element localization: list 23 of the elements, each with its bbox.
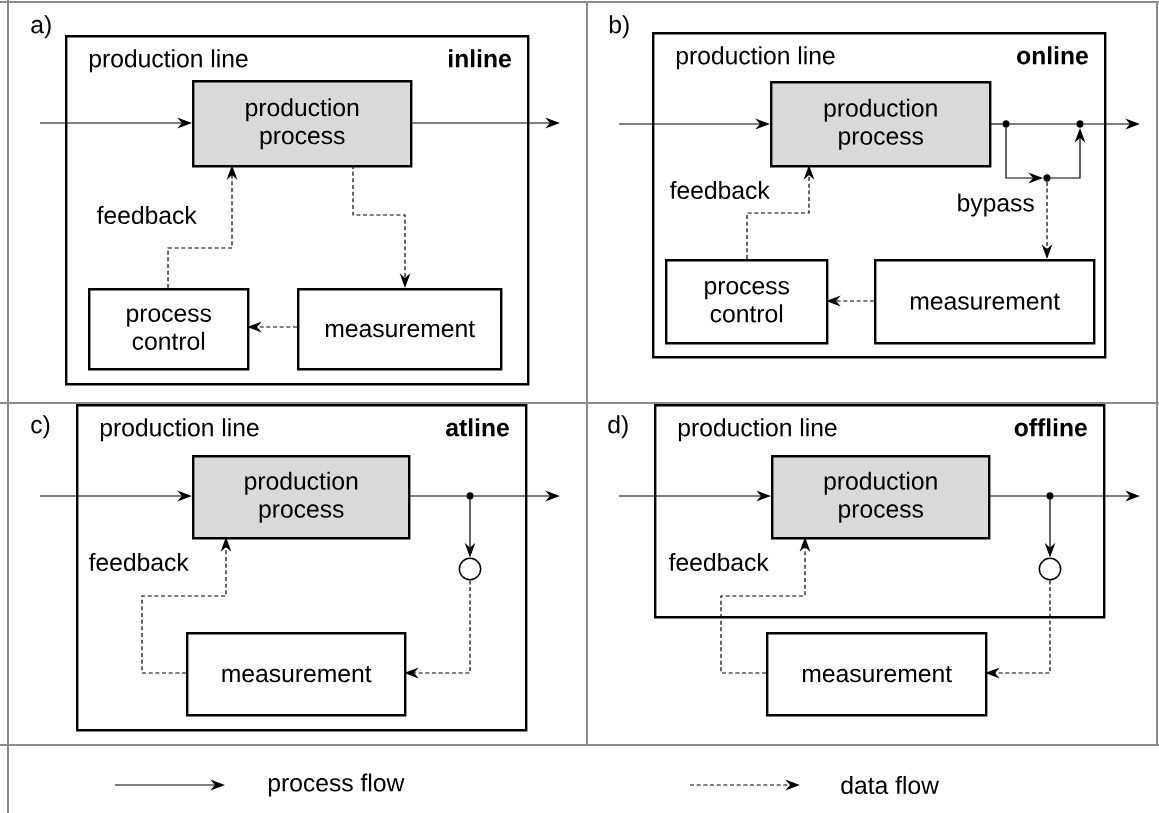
block-box: measurement <box>297 288 503 371</box>
block-box: measurement <box>874 259 1096 345</box>
block-box: measurement <box>186 632 407 717</box>
process-box: production process <box>192 455 411 540</box>
legend-label: data flow <box>841 775 940 795</box>
block-box: process control <box>88 288 250 371</box>
process-box: production process <box>192 80 413 168</box>
block-box: process control <box>665 259 829 345</box>
sample-point-circle <box>458 557 482 581</box>
legend-label: process flow <box>268 773 405 797</box>
process-box: production process <box>770 81 992 168</box>
panel-letter: b) <box>609 15 629 39</box>
edge-label: feedback <box>667 551 771 573</box>
edge-label: feedback <box>87 551 191 573</box>
panel-letter: a) <box>31 15 51 39</box>
edge-label: feedback <box>95 204 199 226</box>
panel-letter: c) <box>31 415 50 439</box>
block-box: measurement <box>766 632 988 717</box>
edge-label: feedback <box>668 179 772 201</box>
edge-label: bypass <box>955 192 1037 218</box>
process-box: production process <box>771 455 991 540</box>
sample-point-circle <box>1038 557 1062 581</box>
panel-letter: d) <box>608 415 628 439</box>
